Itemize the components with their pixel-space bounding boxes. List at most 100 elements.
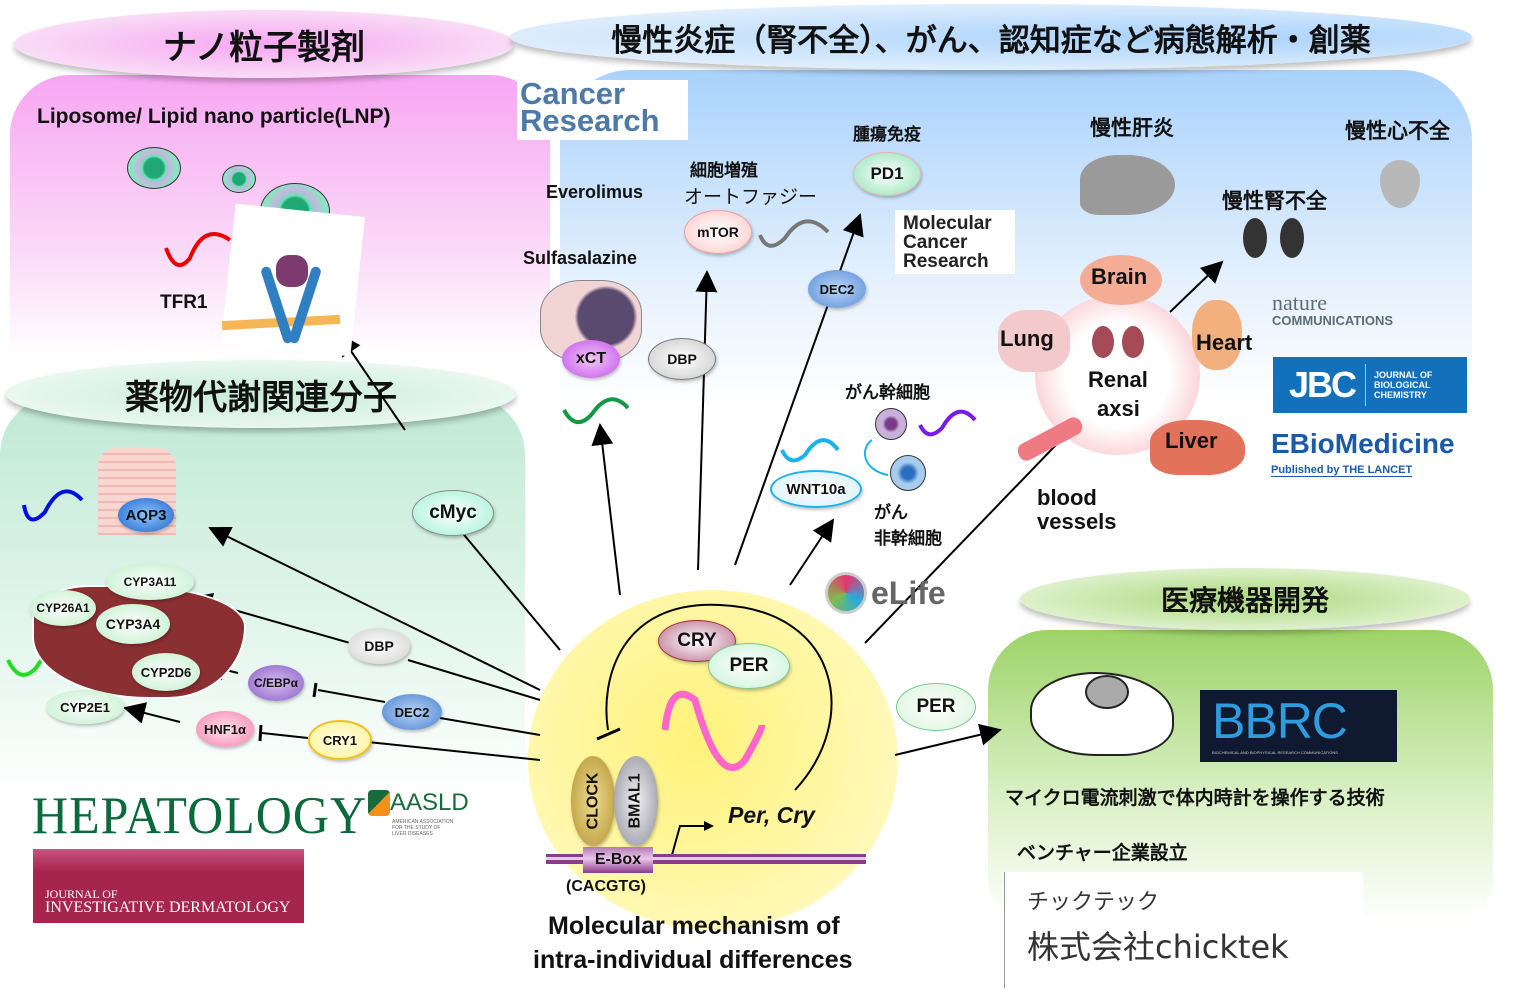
cancer-nonstem-label-2: 非幹細胞: [874, 529, 942, 549]
liposome-icon: [222, 165, 256, 193]
lung-icon: [998, 310, 1070, 372]
company-name: 株式会社chicktek: [1027, 928, 1289, 966]
bmal1-node[interactable]: BMAL1: [614, 756, 658, 846]
tfr1-label: TFR1: [160, 292, 208, 313]
clock-node[interactable]: CLOCK: [571, 756, 615, 846]
sulfasalazine-label: Sulfasalazine: [523, 248, 638, 268]
nature-logo-line2: COMMUNICATIONS: [1272, 313, 1394, 328]
dec2-node-left[interactable]: DEC2: [382, 694, 442, 730]
mtor-node[interactable]: mTOR: [684, 210, 752, 254]
cyp3a4-node[interactable]: CYP3A4: [96, 604, 170, 644]
ebio-logo-sub: Published by THE LANCET: [1271, 464, 1413, 477]
aasld-logo-sub: AMERICAN ASSOCIATION FOR THE STUDY OF LI…: [392, 819, 454, 837]
chronic-heart-failure-label: 慢性心不全: [1345, 119, 1450, 143]
cyp26a1-node[interactable]: CYP26A1: [30, 590, 96, 626]
nature-logo-line1: nature: [1272, 290, 1327, 315]
cancer-research-line1: Cancer: [520, 76, 626, 111]
arrow-to-device: [894, 723, 1002, 756]
liver-icon: [1150, 420, 1245, 475]
aasld-logo[interactable]: AASLD AMERICAN ASSOCIATION FOR THE STUDY…: [366, 787, 469, 839]
arrow-to-mtor: [695, 270, 718, 571]
hnf1a-node[interactable]: HNF1α: [196, 711, 254, 747]
line-dec2-core: [439, 717, 541, 736]
cell-proliferation-label: 細胞増殖: [690, 161, 758, 181]
clock-label: CLOCK: [584, 772, 602, 830]
arrow-to-aqp3: [208, 526, 541, 691]
per-node-core[interactable]: PER: [708, 643, 790, 689]
inhibit-hnf1a-bar: [258, 724, 263, 742]
dbp-node-top[interactable]: DBP: [648, 338, 716, 380]
wave-pink-icon: [661, 690, 766, 771]
bbrc-logo[interactable]: BBRC BIOCHEMICAL AND BIOPHYSICAL RESEARC…: [1200, 690, 1397, 762]
feedback-loop: [605, 603, 833, 791]
elife-icon: [825, 572, 867, 614]
chicktek-logo[interactable]: チックテック 株式会社chicktek: [1004, 872, 1363, 988]
cyp3a11-node[interactable]: CYP3A11: [106, 564, 194, 600]
dbp-node-left[interactable]: DBP: [348, 628, 410, 664]
cyp2e1-node[interactable]: CYP2E1: [46, 690, 124, 724]
kidney-dark-icon: [1280, 218, 1304, 258]
cancer-nonstem-label-1: がん: [874, 503, 908, 523]
wave-purple-icon: [918, 409, 977, 437]
blood-vessels-label-1: blood: [1037, 485, 1097, 510]
ebox-box: E-Box: [583, 847, 653, 873]
nano-title: ナノ粒子製剤: [14, 10, 514, 78]
company-kana: チックテック: [1027, 890, 1160, 915]
venture-label: ベンチャー企業設立: [1017, 842, 1188, 864]
wave-darkgreen-icon: [562, 397, 630, 424]
dec2-node-top[interactable]: DEC2: [808, 270, 866, 308]
arrow-to-renal-failure: [1169, 260, 1224, 313]
ebox-sequence: (CACGTG): [566, 878, 646, 895]
mcr-line2: Cancer: [903, 232, 968, 253]
jbc-text-3: CHEMISTRY: [1374, 390, 1427, 400]
line-cmyc-core: [459, 529, 561, 651]
transferrin-icon: [276, 255, 308, 287]
jbc-logo-text: JOURNAL OF BIOLOGICAL CHEMISTRY: [1366, 370, 1432, 400]
jbc-text-2: BIOLOGICAL: [1374, 380, 1431, 390]
jbc-text-1: JOURNAL OF: [1374, 370, 1433, 380]
inhibit-cebpa: [317, 689, 386, 703]
renal-axis-label-1: Renal: [1088, 367, 1148, 392]
per-node-right[interactable]: PER: [896, 683, 976, 731]
ebio-logo-title: EBioMedicine: [1271, 428, 1455, 459]
jid-logo-line2: INVESTIGATIVE DERMATOLOGY: [45, 899, 291, 916]
bbrc-logo-text: BBRC: [1212, 693, 1348, 749]
xct-node[interactable]: xCT: [562, 340, 620, 378]
cebpa-node[interactable]: C/EBPα: [248, 665, 304, 701]
wave-blue-icon: [22, 489, 84, 522]
hepatology-logo[interactable]: HEPATOLOGY: [32, 785, 368, 845]
arrow-to-wnt10a: [789, 518, 835, 586]
aqp3-node[interactable]: AQP3: [118, 498, 174, 532]
mcr-line1: Molecular: [903, 213, 992, 234]
chronic-renal-failure-label: 慢性腎不全: [1222, 189, 1327, 213]
stem-cell-icon: [875, 408, 907, 440]
bbrc-logo-sub: BIOCHEMICAL AND BIOPHYSICAL RESEARCH COM…: [1212, 750, 1338, 755]
pd1-node[interactable]: PD1: [853, 152, 921, 196]
wnt10a-node[interactable]: WNT10a: [770, 470, 862, 508]
cmyc-node[interactable]: cMyc: [412, 490, 494, 536]
heart-icon: [1192, 300, 1242, 370]
blood-vessels-label-2: vessels: [1037, 509, 1117, 534]
ebiomedicine-logo[interactable]: EBioMedicine Published by THE LANCET: [1271, 428, 1486, 480]
cancer-research-line2: Research: [520, 103, 660, 138]
elife-logo[interactable]: eLife: [825, 572, 965, 614]
implant-device-icon: [1085, 675, 1129, 709]
molecular-cancer-research-logo[interactable]: Molecular Cancer Research: [895, 210, 1015, 274]
cry1-node[interactable]: CRY1: [308, 720, 372, 760]
dna-highlight: [546, 857, 866, 860]
cancer-stem-label: がん幹細胞: [845, 383, 930, 403]
liver-gray-icon: [1080, 155, 1175, 215]
jid-logo[interactable]: JOURNAL OF INVESTIGATIVE DERMATOLOGY: [33, 849, 304, 923]
autophagy-label: オートファジー: [684, 186, 818, 208]
cyp2d6-node[interactable]: CYP2D6: [132, 653, 200, 691]
wave-gray-icon: [758, 219, 830, 248]
arrow-to-renal: [864, 419, 1081, 644]
arrow-to-cyp2e1: [123, 702, 181, 724]
nature-communications-logo[interactable]: nature COMMUNICATIONS: [1272, 290, 1484, 333]
jbc-logo-mark: JBC: [1273, 364, 1367, 406]
arrow-to-pd1: [734, 213, 864, 566]
brain-icon: [1080, 255, 1162, 305]
cancer-research-logo[interactable]: Cancer Research: [517, 76, 688, 140]
device-description: マイクロ電流刺激で体内時計を操作する技術: [1005, 787, 1385, 809]
jbc-logo[interactable]: JBC JOURNAL OF BIOLOGICAL CHEMISTRY: [1273, 357, 1467, 413]
